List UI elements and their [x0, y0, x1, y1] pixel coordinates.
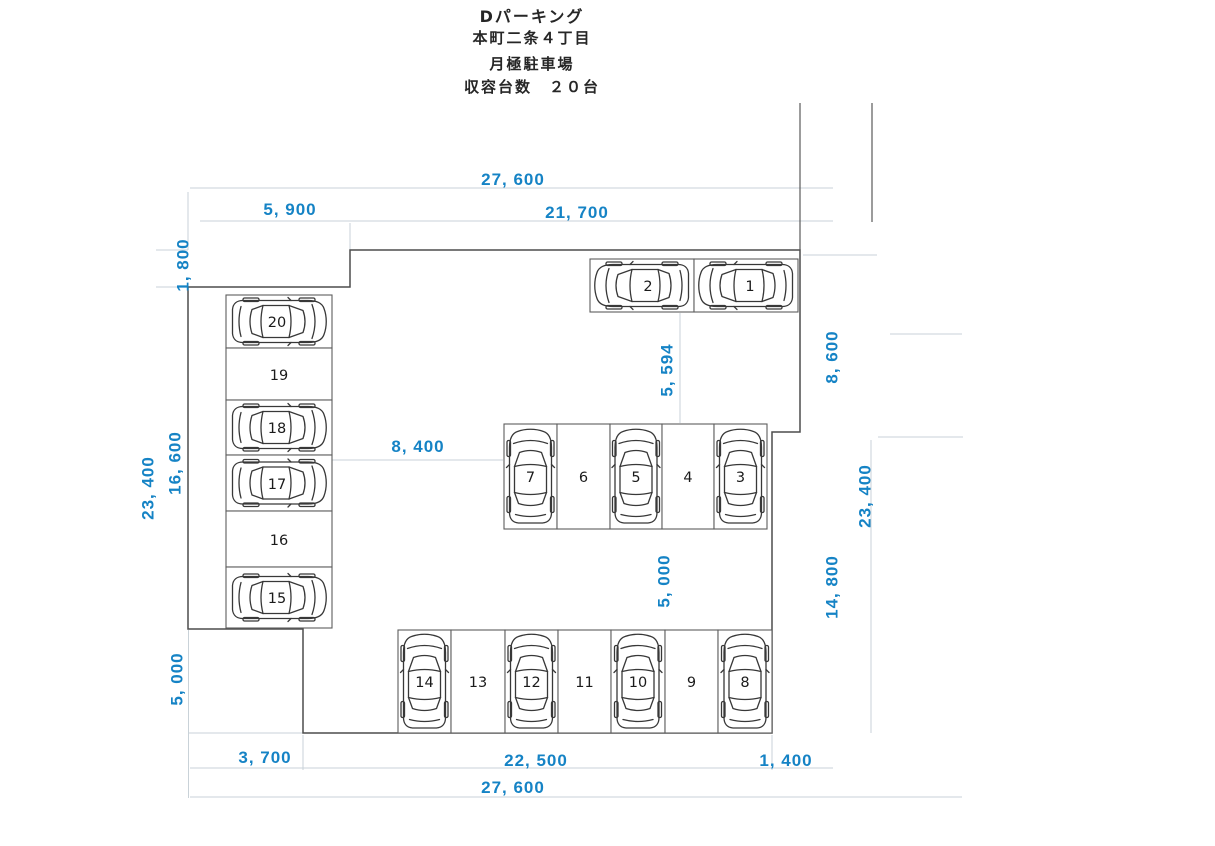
parking-space-9: 9	[664, 629, 719, 734]
dim-bottom-total: 27, 600	[481, 778, 545, 797]
space-number: 7	[526, 470, 535, 486]
parking-spaces: 2 1 20 19 18 17 16	[225, 258, 799, 734]
parking-space-16: 16	[225, 510, 333, 568]
space-number: 12	[522, 675, 540, 691]
parking-space-1: 1	[693, 258, 799, 313]
dim-bottom-main: 22, 500	[504, 751, 568, 770]
lot-name: Dパーキング	[480, 7, 585, 26]
dim-left-main: 16, 600	[166, 431, 185, 495]
dim-top-right: 21, 700	[545, 203, 609, 222]
space-number: 6	[579, 470, 588, 486]
parking-space-5: 5	[609, 423, 663, 530]
site-outline	[187, 103, 873, 734]
space-number: 16	[270, 533, 288, 549]
dim-left-total: 23, 400	[139, 456, 158, 520]
space-number: 5	[631, 470, 640, 486]
space-number: 13	[469, 675, 487, 691]
space-number: 9	[687, 675, 696, 691]
space-number: 17	[268, 477, 286, 493]
parking-space-12: 12	[504, 629, 559, 734]
space-number: 10	[629, 675, 647, 691]
space-number: 15	[268, 591, 286, 607]
dim-right-total: 23, 400	[856, 464, 875, 528]
parking-space-17: 17	[225, 454, 333, 512]
lot-address: 本町二条４丁目	[472, 29, 591, 47]
parking-space-11: 11	[557, 629, 612, 734]
space-number: 14	[415, 675, 433, 691]
dim-left-notch: 5, 000	[168, 652, 187, 705]
parking-space-7: 7	[503, 423, 558, 530]
space-number: 3	[736, 470, 745, 486]
space-number: 1	[745, 279, 754, 295]
dim-top-left: 5, 900	[263, 200, 316, 219]
dim-right-lower: 14, 800	[823, 555, 842, 619]
parking-space-3: 3	[713, 423, 768, 530]
space-number: 11	[575, 675, 593, 691]
dim-bottom-right: 1, 400	[759, 751, 812, 770]
dim-drive-width: 8, 400	[391, 437, 444, 456]
lot-boundary	[187, 249, 801, 734]
parking-space-14: 14	[397, 629, 452, 734]
dim-gap-lower: 5, 000	[655, 554, 674, 607]
lot-type: 月極駐車場	[488, 55, 574, 73]
lot-capacity: 収容台数 ２０台	[464, 78, 600, 96]
dim-gap-upper: 5, 594	[658, 343, 677, 396]
parking-space-18: 18	[225, 399, 333, 456]
parking-space-6: 6	[556, 423, 611, 530]
parking-space-10: 10	[610, 629, 666, 734]
dim-top-total: 27, 600	[481, 170, 545, 189]
parking-space-4: 4	[661, 423, 715, 530]
parking-space-13: 13	[450, 629, 506, 734]
space-number: 8	[740, 675, 749, 691]
space-number: 18	[268, 421, 286, 437]
parking-space-20: 20	[225, 294, 333, 349]
dimension-lines	[156, 187, 963, 798]
dim-right-upper: 8, 600	[823, 330, 842, 383]
dim-left-step: 1, 800	[174, 238, 193, 291]
parking-space-19: 19	[225, 347, 333, 401]
title-block: Dパーキング 本町二条４丁目 月極駐車場 収容台数 ２０台	[464, 7, 600, 96]
space-number: 2	[643, 279, 652, 295]
space-number: 20	[268, 315, 286, 331]
dim-bottom-left: 3, 700	[238, 748, 291, 767]
parking-space-2: 2	[589, 258, 695, 313]
parking-space-8: 8	[717, 629, 773, 734]
space-number: 4	[683, 470, 692, 486]
space-number: 19	[270, 368, 288, 384]
dimension-labels: 27, 600 5, 900 21, 700 1, 800 16, 600 23…	[139, 170, 875, 797]
parking-space-15: 15	[225, 566, 333, 629]
